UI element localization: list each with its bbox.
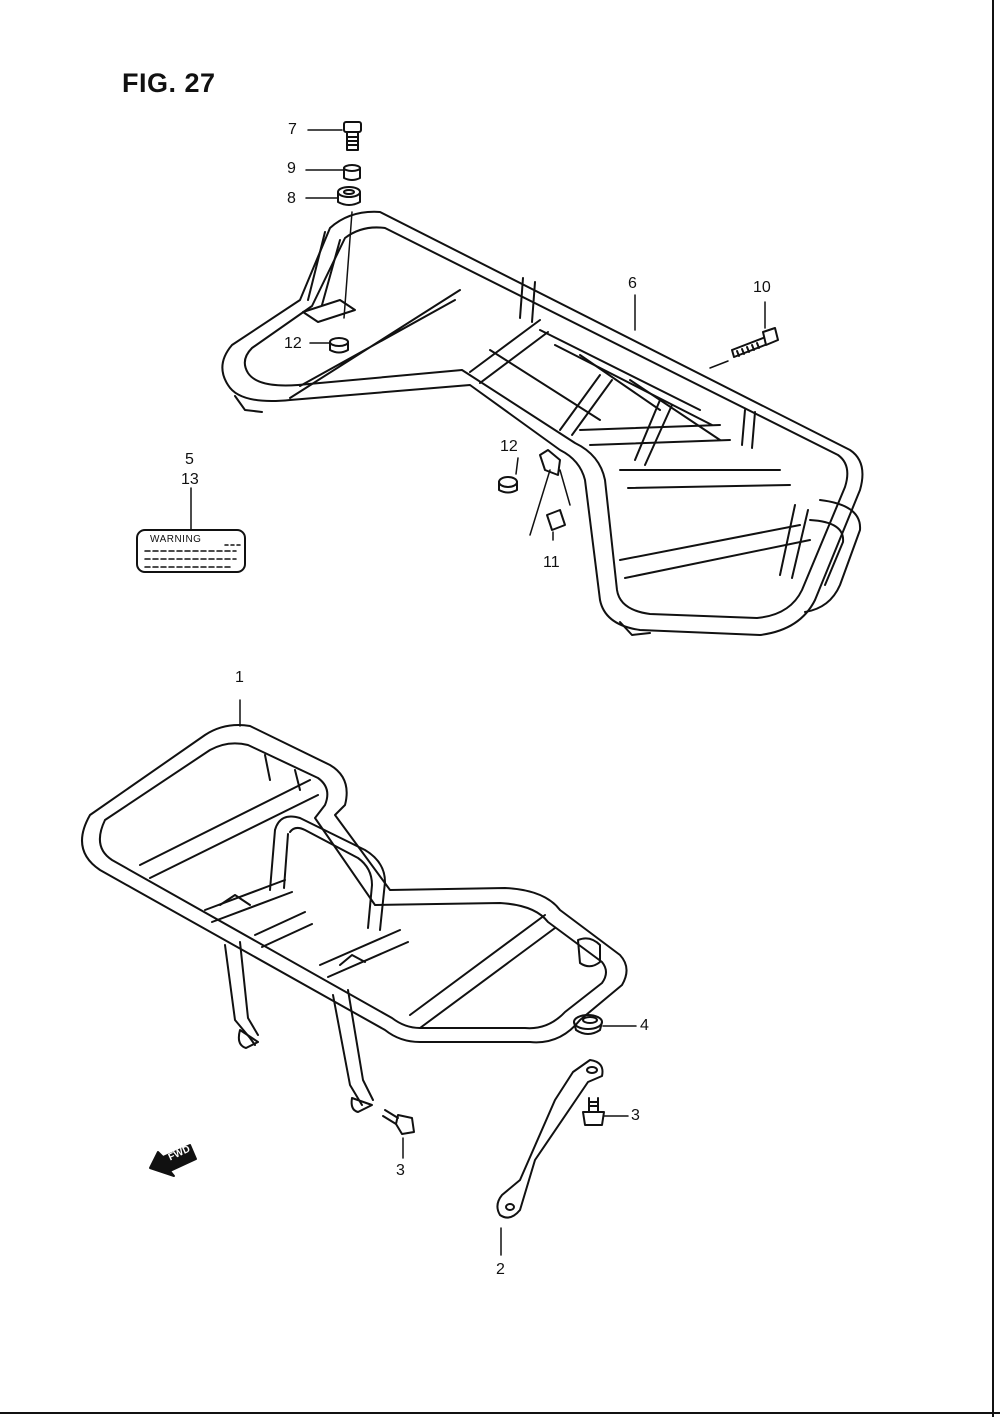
grommet-part-4 <box>573 1014 637 1035</box>
stay-part-2 <box>496 1059 604 1256</box>
callout-10: 10 <box>753 279 771 296</box>
fwd-arrow-icon <box>149 1144 197 1177</box>
bolt-part-7 <box>343 121 362 151</box>
callout-7: 7 <box>288 121 297 138</box>
page-border-bottom <box>0 1412 1000 1414</box>
callout-13: 13 <box>181 471 199 488</box>
figure-title: FIG. 27 <box>122 68 216 98</box>
callout-3-right: 3 <box>631 1107 640 1124</box>
bolt-part-3-right <box>582 1097 629 1126</box>
bolt-part-3-center <box>382 1109 415 1159</box>
bolt-part-10 <box>709 327 779 369</box>
front-carrier-part-1 <box>81 724 628 1113</box>
callout-9: 9 <box>287 160 296 177</box>
callout-11: 11 <box>543 554 560 571</box>
callout-2: 2 <box>496 1261 505 1278</box>
cushion-part-8 <box>337 186 361 206</box>
callout-3-center: 3 <box>396 1162 405 1179</box>
callout-6: 6 <box>628 275 637 292</box>
callout-5: 5 <box>185 451 194 468</box>
leader-lines <box>190 129 766 727</box>
nut-part-12-upper <box>329 337 349 354</box>
warning-label-text: WARNING <box>150 534 202 545</box>
callout-8: 8 <box>287 190 296 207</box>
callout-12-upper: 12 <box>284 335 302 352</box>
rear-carrier-part-6 <box>221 210 864 636</box>
callout-12-lower: 12 <box>500 438 518 455</box>
page-border-right <box>992 0 994 1417</box>
callout-1: 1 <box>235 669 244 686</box>
clamp-part-11 <box>529 449 571 536</box>
collar-part-9 <box>343 164 361 181</box>
callout-4: 4 <box>640 1017 649 1034</box>
nut-part-12-lower <box>498 476 518 494</box>
